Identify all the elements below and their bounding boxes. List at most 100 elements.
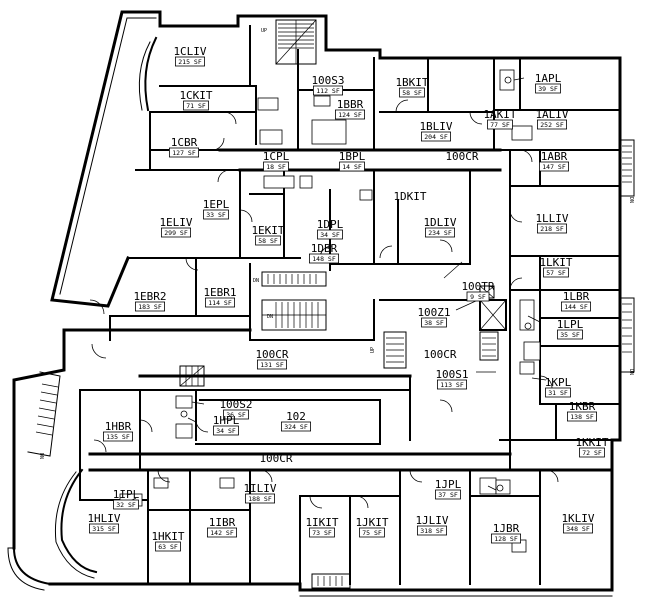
room-area-box [539, 161, 570, 172]
bay-window-1cliv [144, 36, 158, 112]
room-label: 100Z1 [417, 306, 450, 319]
room-label: 1BLIV [419, 120, 452, 133]
room-label: 1HLIV [87, 512, 120, 525]
room-area: 215 SF [178, 58, 202, 66]
room-label: 1APL [535, 72, 562, 85]
room-area: 34 SF [320, 231, 340, 239]
room-area: 57 SF [546, 269, 566, 277]
room-area-box [334, 109, 365, 120]
room-label: 100S3 [311, 74, 344, 87]
room-label: 1KBR [569, 400, 596, 413]
room-area-box [557, 329, 583, 340]
room-area-box [312, 85, 343, 96]
room-area-box [543, 267, 569, 278]
room-label: 1IPL [113, 488, 140, 501]
room-area: 39 SF [538, 85, 558, 93]
room-area-box [204, 297, 235, 308]
room-area: 37 SF [438, 491, 458, 499]
room-area-box [535, 83, 561, 94]
stairs [179, 19, 499, 387]
room-area-box [359, 527, 385, 538]
room-area: 58 SF [258, 237, 278, 245]
room-label: 1ALIV [535, 108, 568, 121]
room-label: 100CR [423, 348, 456, 361]
room-label: 1EBR2 [133, 290, 166, 303]
room-area: 35 SF [560, 331, 580, 339]
callout-lines [127, 77, 547, 503]
doors [89, 99, 559, 509]
stair-mark-dn: DN [253, 278, 259, 284]
room-area: 124 SF [338, 111, 362, 119]
room-area-box [155, 541, 181, 552]
room-area-box [174, 56, 205, 67]
room-area-box [416, 525, 447, 536]
room-area-box [466, 291, 490, 302]
room-area-box [563, 523, 594, 534]
room-area: 32 SF [116, 501, 136, 509]
room-label: 1DBR [311, 242, 338, 255]
room-label: 1KPL [545, 376, 572, 389]
room-area: 299 SF [164, 229, 188, 237]
stair-mark-up: UP [261, 28, 267, 34]
room-label: 1BPL [339, 150, 366, 163]
room-label: 1JPL [435, 478, 462, 491]
room-label: 1KLIV [561, 512, 594, 525]
room-area: 204 SF [424, 133, 448, 141]
room-area-box [203, 209, 229, 220]
room-area-box [206, 527, 237, 538]
room-area: 63 SF [158, 543, 178, 551]
room-area-box [399, 87, 425, 98]
room-area-box [420, 131, 451, 142]
room-area: 138 SF [570, 413, 594, 421]
room-area: 114 SF [208, 299, 232, 307]
room-label: 100CR [259, 452, 292, 465]
room-area: 14 SF [342, 163, 362, 171]
room-label: 1CKIT [179, 89, 212, 102]
room-label: 100CR [255, 348, 288, 361]
room-label: 1LKIT [539, 256, 572, 269]
room-area: 31 SF [548, 389, 568, 397]
room-label: 1JLIV [415, 514, 448, 527]
room-area: 34 SF [216, 427, 236, 435]
room-label: 100TR [461, 280, 494, 293]
room-100cr-bot: 100CR [259, 452, 292, 465]
room-area: 72 SF [582, 449, 602, 457]
room-area: 142 SF [210, 529, 234, 537]
room-label: 1AKIT [483, 108, 516, 121]
room-area-box [317, 229, 343, 240]
stair-mark-dn: DN [628, 197, 634, 203]
room-label: 1DKIT [393, 190, 426, 203]
room-area-box [561, 301, 592, 312]
room-area-box [256, 359, 287, 370]
room-area: 131 SF [260, 361, 284, 369]
room-area-box [223, 409, 249, 420]
room-label: 1BKIT [395, 76, 428, 89]
room-label: 1LPL [557, 318, 584, 331]
room-area-box [436, 379, 467, 390]
room-area-box [244, 493, 275, 504]
